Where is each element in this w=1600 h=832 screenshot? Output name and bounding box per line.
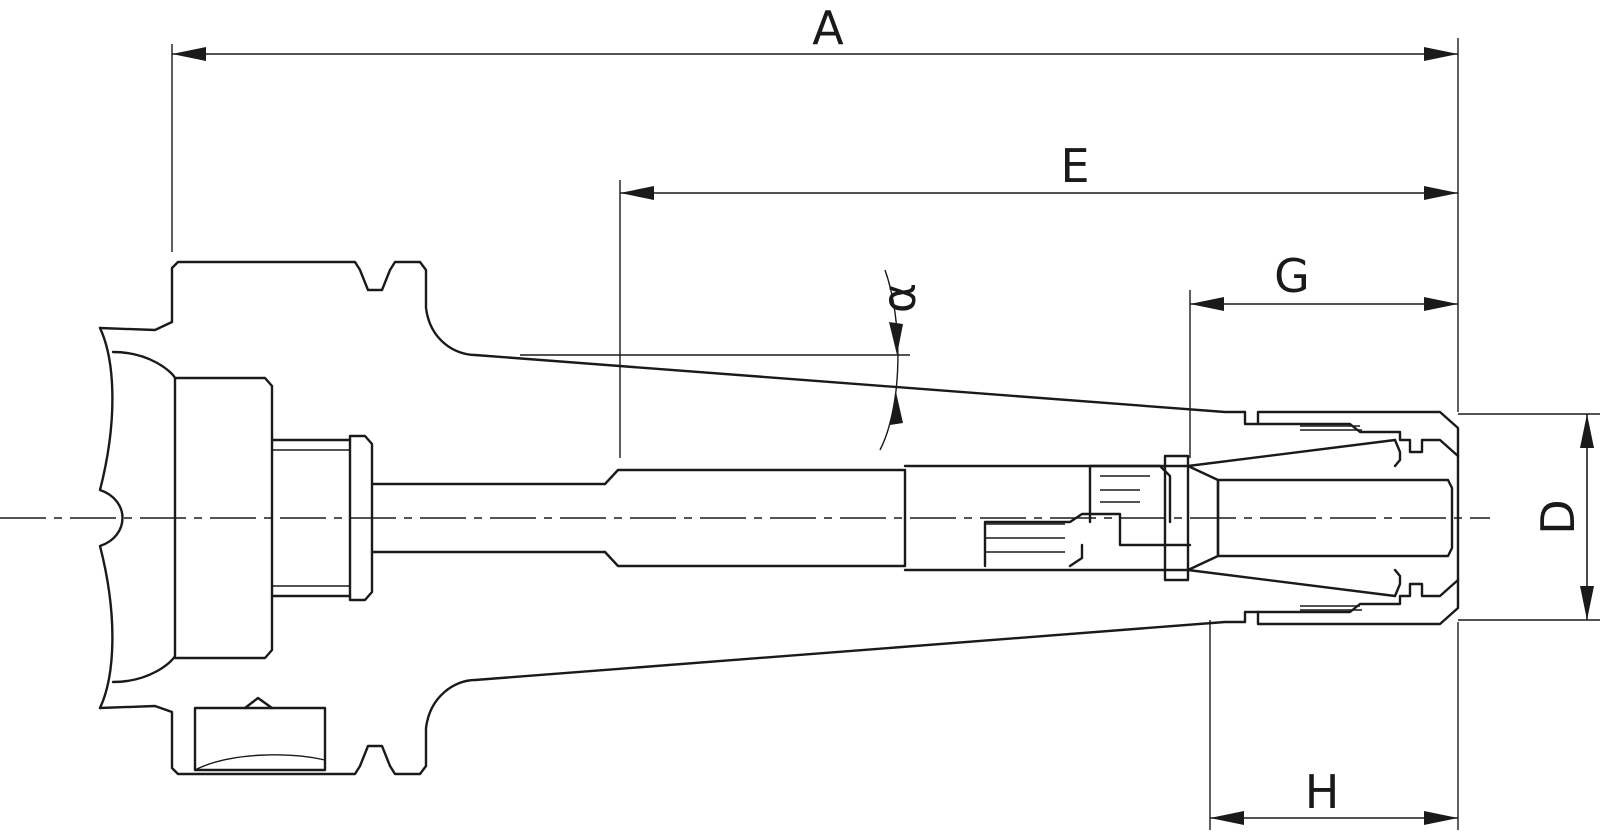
dim-d-arrow-top — [1580, 414, 1594, 448]
dim-e-arrow-right — [1424, 186, 1458, 200]
retention-assembly — [173, 376, 607, 660]
adjusting-screw — [603, 464, 1192, 572]
dim-a-arrow-left — [172, 47, 206, 61]
dim-d-arrow-bottom — [1580, 586, 1594, 620]
dim-g-arrow-right — [1424, 297, 1458, 311]
collet-taper — [1186, 438, 1397, 598]
flange-inner-curve — [111, 350, 177, 684]
drive-key — [193, 706, 327, 772]
retention-neck — [270, 438, 352, 598]
dimension-h: H — [1210, 765, 1458, 825]
dim-a-label: A — [812, 1, 844, 55]
dim-e-label: E — [1060, 139, 1089, 193]
collet — [1163, 438, 1454, 598]
collet-back — [1163, 454, 1220, 582]
drive-key-notch — [243, 696, 274, 710]
dim-e-arrow-left — [620, 186, 654, 200]
dim-h-arrow-left — [1210, 811, 1244, 825]
dim-a-arrow-right — [1424, 47, 1458, 61]
dimension-a: A — [172, 1, 1458, 61]
holder-outline-bottom — [98, 620, 1247, 776]
retention-collar — [348, 434, 374, 602]
drive-key-curve — [194, 754, 326, 771]
nut-inner-upper — [1256, 422, 1460, 458]
alpha-arc — [879, 269, 899, 451]
alpha-arrow-bottom — [890, 392, 903, 425]
pull-rod — [370, 482, 607, 554]
dim-g-label: G — [1274, 249, 1310, 303]
screw-thread-upper — [1088, 464, 1172, 524]
alpha-arrow-top — [889, 322, 903, 355]
screw-body — [603, 468, 907, 568]
dimension-alpha: α — [872, 269, 926, 451]
collet-step — [1393, 438, 1402, 598]
dimension-d: D — [1531, 414, 1594, 620]
nut-inner-lower — [1256, 578, 1460, 614]
dim-h-arrow-right — [1424, 811, 1458, 825]
screw-thread-lower — [983, 512, 1192, 568]
dimension-g: G — [1190, 249, 1458, 311]
collet-nut — [1243, 410, 1460, 626]
flange-left-edge — [98, 326, 124, 710]
holder-body — [98, 260, 1247, 776]
extension-lines — [171, 38, 1600, 830]
retention-block — [173, 376, 274, 660]
dimension-e: E — [620, 139, 1458, 200]
nut-outline — [1243, 410, 1460, 626]
screw-sleeve — [903, 464, 1190, 572]
nut-hatch — [1300, 425, 1362, 611]
dim-d-label: D — [1531, 499, 1585, 534]
holder-outline-top — [98, 260, 1247, 414]
retention-neck-inner — [272, 449, 350, 587]
screw-thread-lines — [985, 475, 1150, 553]
alpha-label: α — [872, 283, 926, 313]
dim-h-label: H — [1305, 765, 1340, 819]
dim-g-arrow-left — [1190, 297, 1224, 311]
